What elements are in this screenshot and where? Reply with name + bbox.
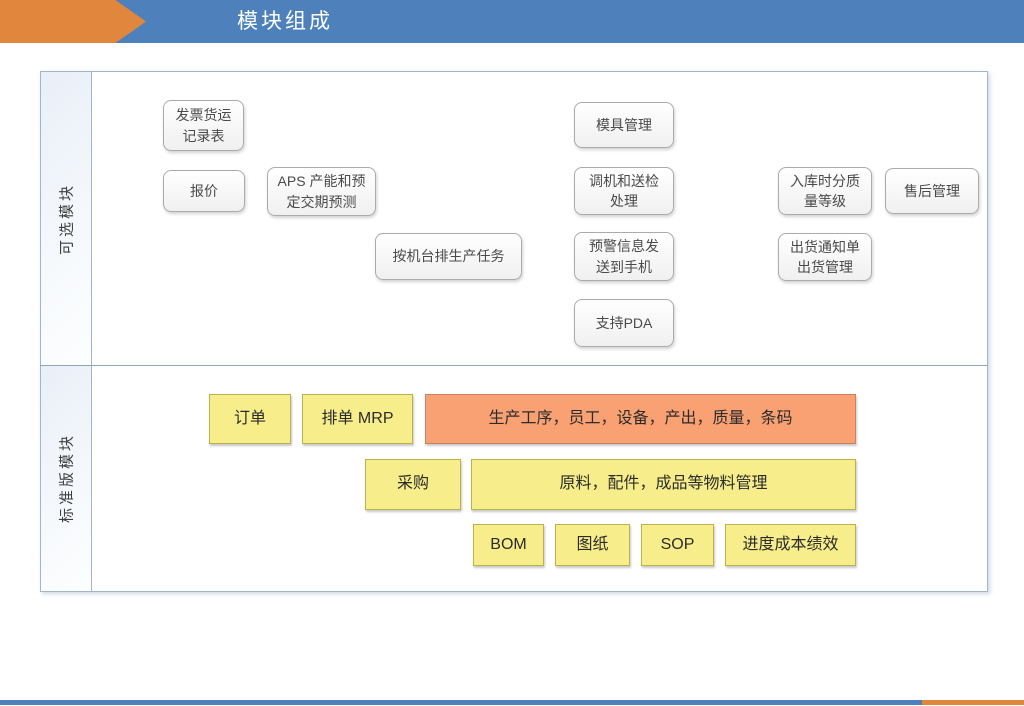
box-alert-to-phone: 预警信息发送到手机 xyxy=(574,232,674,281)
box-shipping-notice-management: 出货通知单出货管理 xyxy=(778,233,872,281)
box-inbound-quality-grade: 入库时分质量等级 xyxy=(778,167,872,215)
footer-bar-blue xyxy=(0,700,922,705)
box-machine-task-scheduling: 按机台排生产任务 xyxy=(375,233,522,280)
box-order: 订单 xyxy=(209,394,291,444)
box-progress-cost-kpi: 进度成本绩效 xyxy=(725,524,856,566)
box-machine-adjust-inspection: 调机和送检处理 xyxy=(574,167,674,215)
section-divider xyxy=(40,365,988,366)
standard-modules-label: 标准版模块 xyxy=(58,432,76,524)
section-label-optional: 可选模块 xyxy=(40,71,92,365)
box-mrp-scheduling: 排单 MRP xyxy=(302,394,413,444)
header-banner xyxy=(0,0,1024,43)
box-sop: SOP xyxy=(641,524,714,566)
box-material-management: 原料，配件，成品等物料管理 xyxy=(471,459,856,510)
box-purchasing: 采购 xyxy=(365,459,461,510)
accent-chevron xyxy=(0,0,146,43)
optional-modules-label: 可选模块 xyxy=(58,182,76,255)
box-bom: BOM xyxy=(473,524,544,566)
box-after-sales: 售后管理 xyxy=(885,168,979,214)
box-pda-support: 支持PDA xyxy=(574,299,674,347)
box-production-process: 生产工序，员工，设备，产出，质量，条码 xyxy=(425,394,856,444)
box-invoice-shipping-record: 发票货运记录表 xyxy=(163,100,244,151)
page-title: 模块组成 xyxy=(237,10,333,33)
footer-bar-orange xyxy=(922,700,1024,705)
box-mold-management: 模具管理 xyxy=(574,102,674,148)
box-aps-capacity-forecast: APS 产能和预定交期预测 xyxy=(267,167,376,216)
box-quote: 报价 xyxy=(163,170,245,212)
box-drawings: 图纸 xyxy=(555,524,630,566)
section-label-standard: 标准版模块 xyxy=(40,365,92,592)
